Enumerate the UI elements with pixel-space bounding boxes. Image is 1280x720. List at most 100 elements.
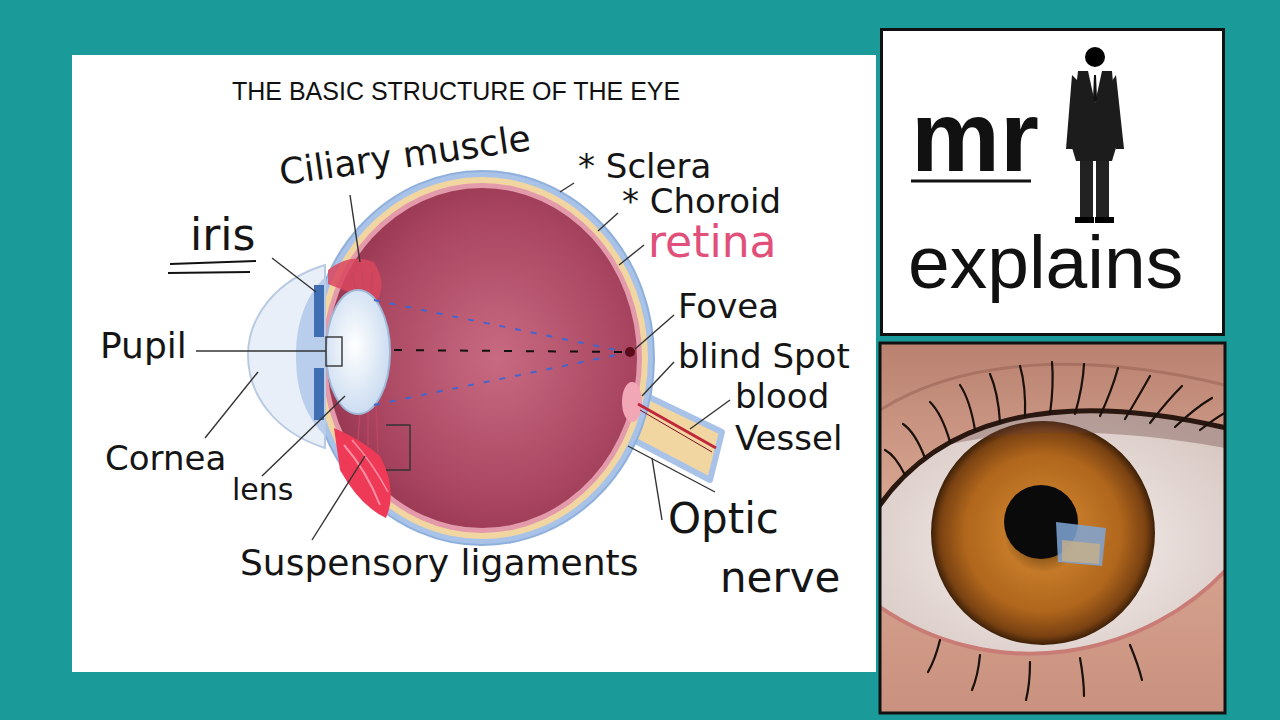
light-rays [374, 300, 626, 405]
part-label: lens [232, 475, 293, 505]
eye-photo [1075, 364, 1084, 414]
eyeball [322, 183, 642, 533]
eye-photo [1080, 658, 1084, 696]
eye-photo [1130, 645, 1142, 680]
logo-figure [1066, 47, 1124, 223]
ciliary-muscle [344, 445, 380, 505]
eye-photo [960, 385, 975, 430]
eye-photo [1062, 540, 1100, 564]
eye-photo [880, 560, 1225, 654]
eye-photo [1026, 662, 1030, 700]
leader-lines [628, 446, 715, 492]
leader-lines [619, 245, 644, 265]
leader-lines [350, 195, 360, 262]
logo-figure [1070, 71, 1118, 161]
eye-photo [1125, 376, 1150, 419]
logo-figure [1075, 217, 1094, 223]
eyeball [310, 171, 654, 545]
eye-photo [1175, 398, 1212, 427]
part-label: Optic nerve [668, 490, 860, 608]
iris-band [314, 285, 324, 420]
leader-lines [168, 183, 730, 540]
suspensory-ligaments [362, 270, 364, 292]
eyeball [327, 188, 637, 528]
eye-photo [885, 450, 905, 475]
main-panel [72, 55, 876, 672]
iris-band [314, 368, 324, 420]
light-rays [394, 350, 622, 352]
part-label: blind Spot [678, 339, 850, 373]
eye-photo [1056, 522, 1106, 566]
logo-figure [1085, 47, 1105, 67]
ciliary-muscle [352, 440, 388, 492]
part-label: Pupil [100, 328, 187, 364]
leader-lines [386, 425, 410, 470]
logo-panel: mr explains [880, 28, 1225, 336]
eye-photo [930, 402, 950, 442]
lens [326, 290, 390, 414]
lens [326, 290, 390, 414]
part-label: Suspensory ligaments [240, 545, 638, 581]
eye-photo [880, 343, 1225, 713]
eye-photo [972, 655, 980, 690]
eyeball [316, 177, 648, 539]
part-label: iris [190, 213, 255, 257]
eye-photo [990, 374, 1000, 422]
leader-lines [170, 261, 256, 264]
logo-figure [1096, 157, 1109, 219]
part-label: * Choroid [622, 184, 781, 218]
leader-lines [642, 362, 674, 396]
main-panel [72, 55, 876, 672]
eye-photo [885, 362, 1225, 700]
logo-word: explains [908, 225, 1183, 300]
suspensory-ligaments [358, 412, 360, 440]
part-label: Ciliary muscle [277, 120, 533, 191]
iris-band [314, 285, 324, 337]
eye-photo [880, 411, 1225, 645]
eye-photo [880, 411, 1225, 654]
leader-lines [196, 350, 326, 351]
leader-lines [168, 272, 250, 273]
cornea [296, 278, 324, 435]
eye-photo [880, 411, 1225, 520]
suspensory-ligaments [367, 410, 368, 446]
part-label: blood Vessel [735, 375, 860, 460]
light-rays [374, 300, 626, 352]
eye-photo [1020, 366, 1025, 416]
fovea-and-blind-spot [622, 382, 642, 422]
leader-lines [560, 183, 574, 192]
logo-figure [1088, 71, 1102, 103]
leader-lines [262, 396, 345, 476]
blood-vessel [638, 404, 716, 448]
leader-lines [205, 372, 258, 438]
photo-frame [880, 343, 1225, 713]
light-rays [374, 353, 626, 405]
part-label: Cornea [105, 441, 226, 475]
blood-vessel [640, 410, 712, 452]
logo-figure [1080, 157, 1093, 219]
logo-figure [1095, 217, 1114, 223]
suspensory-ligaments [371, 272, 372, 296]
eye-photo [1150, 386, 1182, 423]
cornea [248, 265, 325, 448]
eye-photo [928, 640, 940, 672]
fovea-and-blind-spot [622, 347, 642, 422]
eye-photo [931, 421, 1155, 645]
ciliary-muscle [334, 428, 391, 518]
part-label: Fovea [678, 289, 779, 323]
logo-word: mr [911, 86, 1039, 186]
eye-photo [903, 424, 925, 458]
diagram-title: THE BASIC STRUCTURE OF THE EYE [232, 79, 680, 104]
logo-figure [1093, 75, 1097, 103]
leader-lines [635, 315, 674, 349]
suspensory-ligaments [352, 272, 356, 292]
suspensory-ligaments [376, 406, 378, 452]
leader-lines [312, 456, 365, 540]
leader-lines [690, 400, 730, 429]
eyeball [310, 171, 654, 545]
part-label: retina [648, 220, 777, 264]
leader-lines [326, 337, 342, 366]
cornea [248, 265, 325, 448]
blood-vessel [638, 404, 716, 452]
